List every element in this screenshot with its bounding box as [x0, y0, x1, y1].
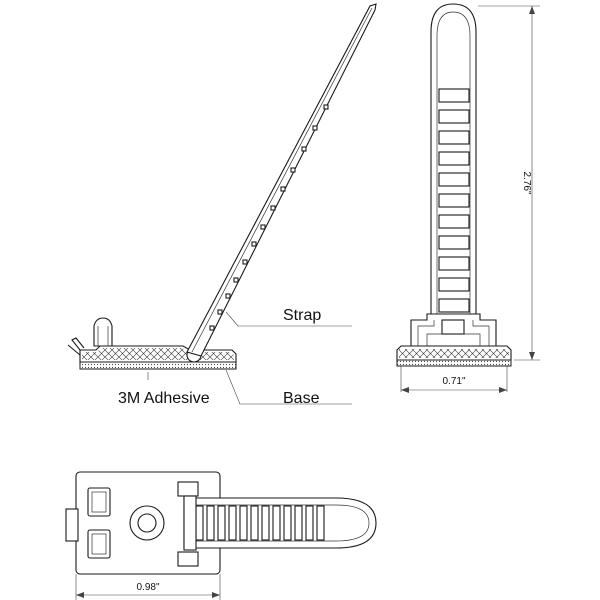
front-view: 2.76" 0.71": [396, 3, 540, 393]
adhesive-label: 3M Adhesive: [118, 390, 210, 407]
front-view-slots: [438, 88, 470, 313]
top-width-dimension: 0.98": [136, 582, 159, 593]
base-label: Base: [283, 390, 320, 407]
side-view-strap: [186, 3, 377, 357]
strap-label: Strap: [283, 307, 321, 324]
top-view-slots: [195, 505, 325, 541]
height-dimension: 2.76": [521, 171, 532, 194]
base-width-dimension: 0.71": [442, 376, 465, 387]
top-view: 0.98": [65, 471, 377, 600]
strap-teeth: [209, 104, 329, 331]
side-view: Strap 3M Adhesive Base: [67, 3, 377, 407]
